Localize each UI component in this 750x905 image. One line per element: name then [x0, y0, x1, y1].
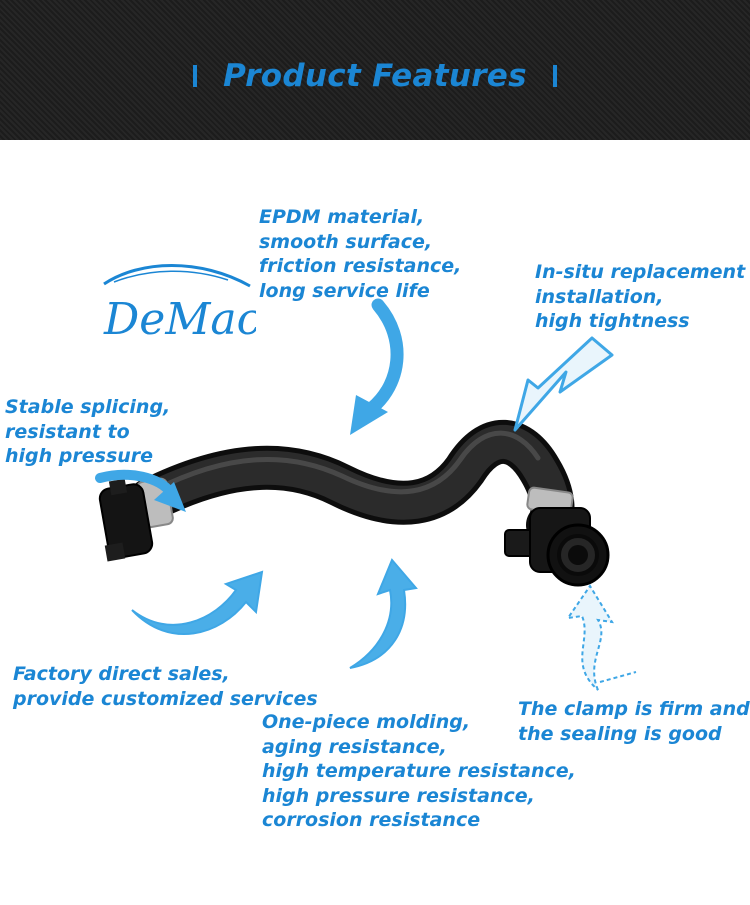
feature-factory: Factory direct sales, provide customized…: [13, 662, 318, 711]
molding-arrow-icon: [349, 558, 418, 669]
hollow-arrow-icon: [513, 336, 614, 432]
feature-line: high tightness: [535, 310, 690, 332]
feature-line: resistant to: [5, 420, 130, 443]
page-title: Product Features: [0, 58, 750, 94]
feature-line: corrosion resistance: [262, 809, 481, 831]
hose: [128, 419, 575, 547]
dashed-arrow-icon: [565, 584, 637, 691]
feature-line: high pressure resistance,: [262, 784, 535, 807]
feature-line: One-piece molding,: [262, 711, 471, 733]
header-banner: Product Features: [0, 0, 750, 140]
title-text: Product Features: [223, 58, 527, 94]
feature-line: In-situ replacement: [535, 261, 746, 283]
feature-epdm: EPDM material, smooth surface, friction …: [259, 205, 461, 303]
feature-splicing: Stable splicing, resistant to high press…: [5, 395, 170, 469]
feature-line: EPDM material,: [259, 206, 425, 228]
feature-clamp: The clamp is firm and the sealing is goo…: [518, 697, 750, 746]
brand-logo: DeMac: [103, 264, 256, 345]
left-connector: [98, 477, 174, 562]
feature-line: smooth surface,: [259, 230, 433, 253]
feature-line: installation,: [535, 285, 664, 308]
feature-line: provide customized services: [13, 687, 318, 710]
feature-line: aging resistance,: [262, 735, 447, 758]
curved-arrow-icon: [350, 298, 404, 435]
feature-molding: One-piece molding, aging resistance, hig…: [262, 710, 576, 833]
right-connector: [504, 486, 610, 587]
feature-insitu: In-situ replacement installation, high t…: [535, 260, 745, 334]
feature-line: long service life: [259, 279, 430, 302]
splice-arrow-icon: [95, 469, 186, 512]
title-bar-left: [193, 64, 198, 87]
feature-line: friction resistance,: [259, 255, 462, 277]
feature-line: high temperature resistance,: [262, 760, 576, 782]
feature-line: the sealing is good: [518, 722, 722, 745]
feature-line: high pressure: [5, 445, 154, 467]
title-bar-right: [552, 64, 557, 87]
factory-arrow-icon: [131, 570, 264, 635]
feature-line: Factory direct sales,: [13, 663, 230, 685]
feature-line: The clamp is firm and: [518, 698, 750, 720]
feature-line: Stable splicing,: [5, 396, 171, 418]
logo-text: DeMac: [103, 294, 256, 345]
